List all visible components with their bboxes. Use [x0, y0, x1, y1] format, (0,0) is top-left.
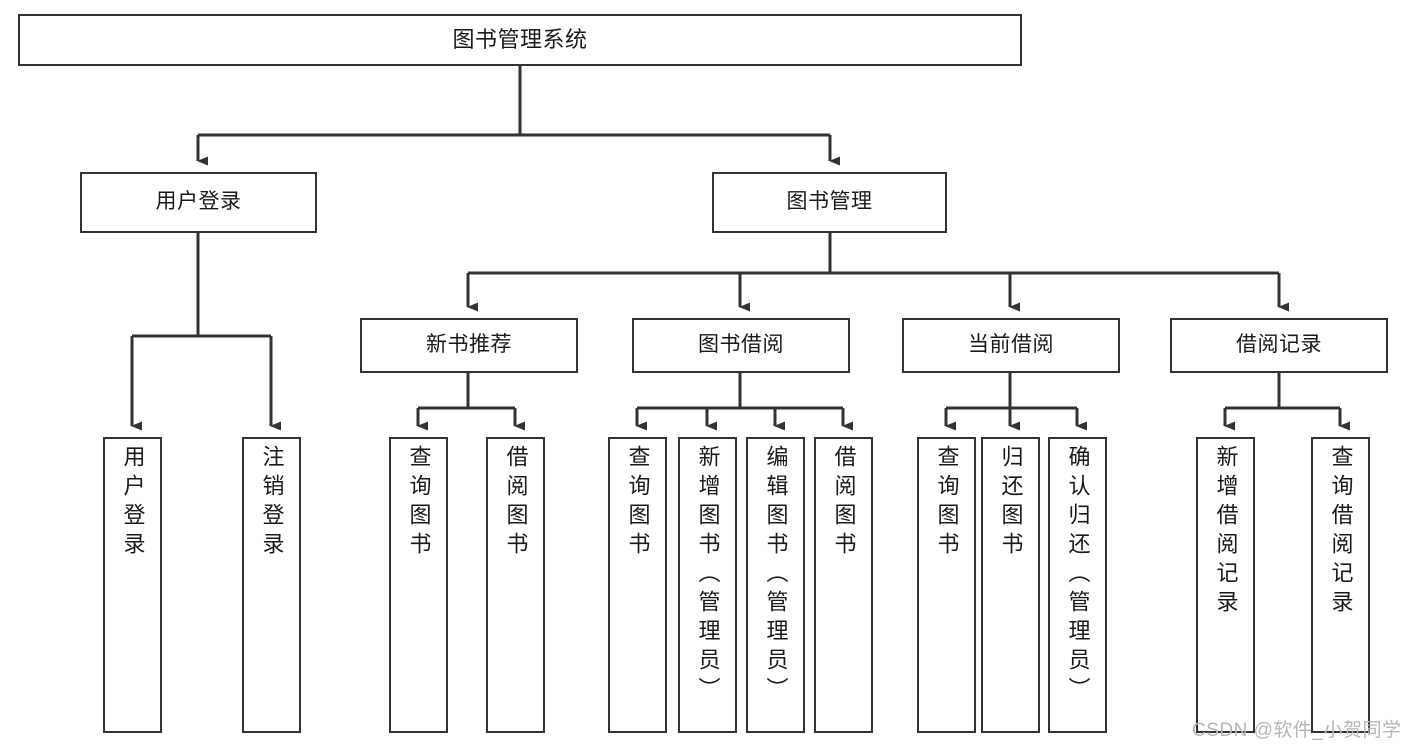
- leaf-book-borrow-query-book[interactable]: 查询图书: [608, 437, 667, 733]
- leaf-book-borrow-borrow-book[interactable]: 借阅图书: [814, 437, 873, 733]
- node-label: 用户登录: [155, 190, 242, 214]
- leaf-current-borrow-query-book[interactable]: 查询图书: [917, 437, 976, 733]
- node-label: 查询图书: [625, 445, 651, 561]
- node-label: 借阅记录: [1236, 333, 1322, 357]
- node-label: 新书推荐: [426, 333, 512, 357]
- node-book-borrow[interactable]: 图书借阅: [632, 318, 850, 373]
- node-label: 确认归还（管理员）: [1065, 445, 1091, 706]
- leaf-new-book-borrow-book[interactable]: 借阅图书: [486, 437, 545, 733]
- node-label: 注销登录: [259, 445, 285, 561]
- node-new-book-recommend[interactable]: 新书推荐: [360, 318, 578, 373]
- node-label: 图书借阅: [698, 333, 784, 357]
- node-label: 编辑图书（管理员）: [763, 445, 789, 706]
- csdn-watermark: CSDN @软件_小贺同学: [1192, 720, 1402, 741]
- node-label: 查询图书: [406, 445, 432, 561]
- node-borrow-record[interactable]: 借阅记录: [1170, 318, 1388, 373]
- leaf-current-borrow-return-book[interactable]: 归还图书: [981, 437, 1040, 733]
- node-label: 新增借阅记录: [1213, 445, 1239, 619]
- node-label: 新增图书（管理员）: [695, 445, 721, 706]
- node-book-management[interactable]: 图书管理: [712, 172, 947, 233]
- leaf-book-borrow-add-book-admin[interactable]: 新增图书（管理员）: [678, 437, 737, 733]
- leaf-current-borrow-confirm-return-admin[interactable]: 确认归还（管理员）: [1048, 437, 1107, 733]
- node-label: 借阅图书: [503, 445, 529, 561]
- node-root-book-management-system[interactable]: 图书管理系统: [18, 14, 1022, 66]
- leaf-user-login-logout[interactable]: 注销登录: [242, 437, 301, 733]
- node-user-login[interactable]: 用户登录: [80, 172, 317, 233]
- node-label: 借阅图书: [831, 445, 857, 561]
- leaf-borrow-record-query-record[interactable]: 查询借阅记录: [1311, 437, 1370, 733]
- node-label: 图书管理: [786, 190, 873, 214]
- node-label: 查询图书: [934, 445, 960, 561]
- node-label: 当前借阅: [968, 333, 1054, 357]
- leaf-borrow-record-add-record[interactable]: 新增借阅记录: [1196, 437, 1255, 733]
- leaf-new-book-query-book[interactable]: 查询图书: [389, 437, 448, 733]
- leaf-book-borrow-edit-book-admin[interactable]: 编辑图书（管理员）: [746, 437, 805, 733]
- leaf-user-login-login[interactable]: 用户登录: [103, 437, 162, 733]
- node-label: 用户登录: [120, 445, 146, 561]
- node-label: 归还图书: [998, 445, 1024, 561]
- node-current-borrow[interactable]: 当前借阅: [902, 318, 1120, 373]
- node-label: 图书管理系统: [452, 27, 588, 53]
- node-label: 查询借阅记录: [1328, 445, 1354, 619]
